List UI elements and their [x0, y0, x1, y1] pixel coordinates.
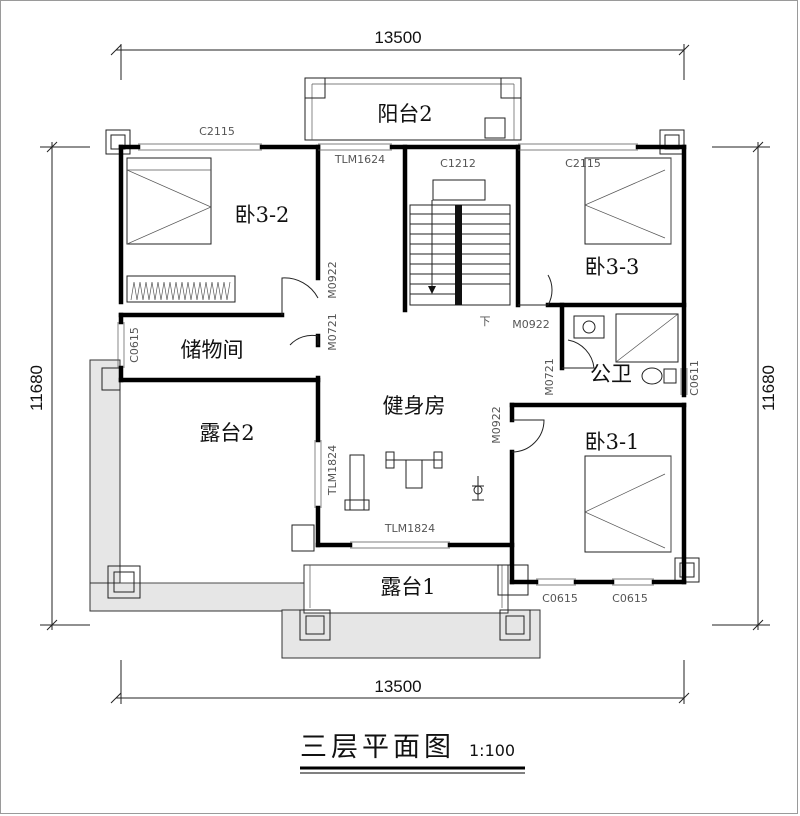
- label-m0922-bed33: M0922: [512, 318, 550, 331]
- staircase: [409, 179, 511, 306]
- room-terrace-2: 露台2: [199, 421, 254, 445]
- label-c0615-bottom-2: C0615: [612, 592, 648, 605]
- room-bedroom-3-3: 卧3-3: [585, 255, 640, 279]
- room-balcony-2: 阳台2: [377, 102, 432, 126]
- label-tlm1624: TLM1624: [334, 153, 385, 166]
- drawing-title: 三层平面图: [300, 732, 455, 763]
- room-bedroom-3-2: 卧3-2: [235, 203, 290, 227]
- room-storage: 储物间: [181, 338, 244, 362]
- wardrobe: [126, 275, 236, 303]
- dimension-lines: [40, 44, 770, 704]
- label-m0721-bath: M0721: [543, 358, 556, 396]
- balcony-2-outline: [304, 77, 522, 141]
- dimension-left: 11680: [27, 365, 46, 411]
- dimension-bottom: 13500: [374, 677, 421, 696]
- label-m0721-storage: M0721: [326, 313, 339, 351]
- walls: [118, 144, 687, 585]
- room-gym: 健身房: [383, 394, 446, 418]
- label-c0611-bath: C0611: [688, 360, 701, 396]
- label-c0615-storage: C0615: [128, 327, 141, 363]
- bed-3-2: [126, 157, 212, 245]
- bed-3-3: [584, 157, 672, 245]
- drawing-scale: 1:100: [469, 741, 515, 760]
- label-c0615-bottom-1: C0615: [542, 592, 578, 605]
- room-bedroom-3-1: 卧3-1: [585, 430, 640, 454]
- door-swings: [281, 274, 595, 453]
- label-m0922-bed32: M0922: [326, 261, 339, 299]
- window-lines: [117, 143, 688, 586]
- label-c2115-left: C2115: [199, 125, 235, 138]
- dimension-right: 11680: [759, 365, 778, 411]
- label-tlm1824-side: TLM1824: [326, 445, 339, 496]
- room-terrace-1: 露台1: [380, 575, 435, 599]
- terrace-1-outline: [281, 524, 541, 659]
- terrace-2-outline: [89, 359, 306, 612]
- bath-fixtures: [573, 313, 679, 385]
- label-tlm1824-bottom: TLM1824: [384, 522, 435, 535]
- bed-3-1: [584, 455, 672, 553]
- dimension-top: 13500: [374, 28, 421, 47]
- gym-equipment: [344, 451, 484, 511]
- label-m0922-bed31: M0922: [490, 406, 503, 444]
- label-c1212: C1212: [440, 157, 476, 170]
- room-public-bath: 公卫: [590, 362, 632, 386]
- label-c2115-right: C2115: [565, 157, 601, 170]
- label-stair-down: 下: [480, 315, 491, 328]
